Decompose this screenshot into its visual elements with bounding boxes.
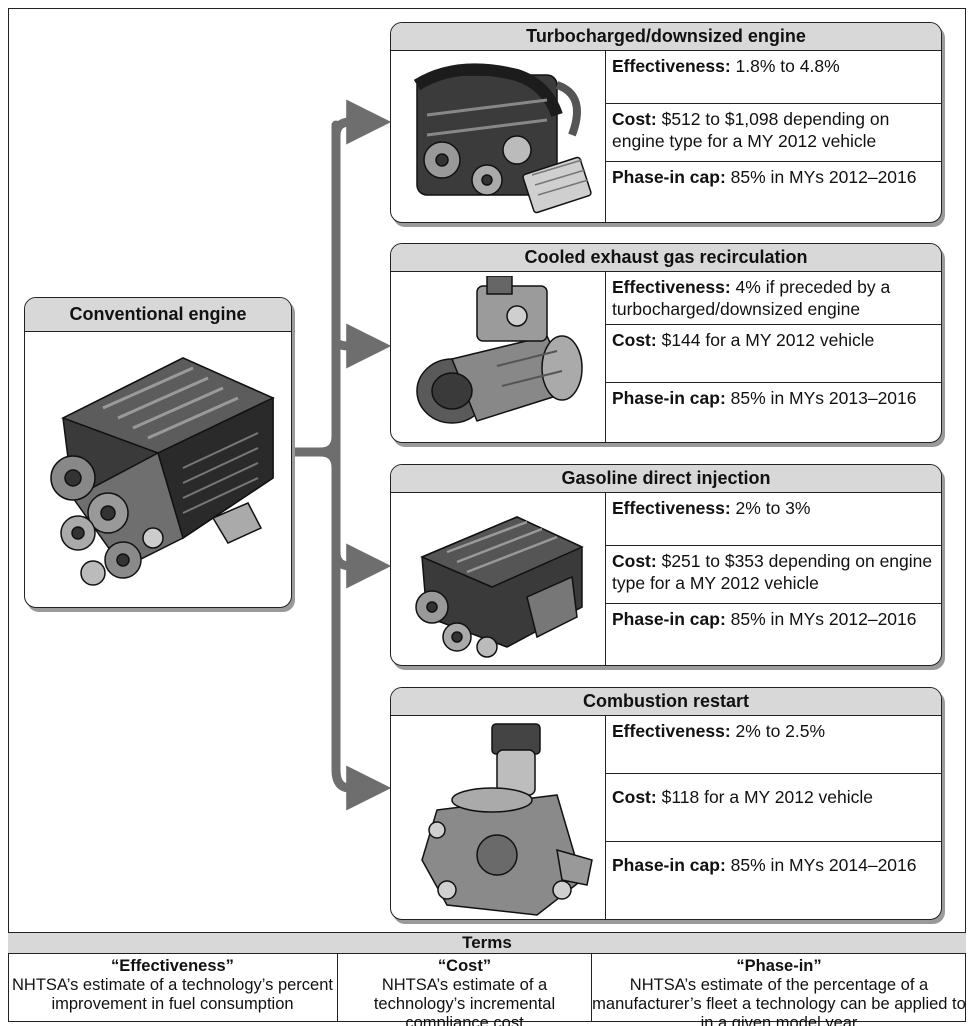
egr-title: Cooled exhaust gas recirculation xyxy=(391,244,941,272)
effectiveness-label: Effectiveness: xyxy=(612,498,731,518)
egr-details: Effectiveness: 4% if preceded by a turbo… xyxy=(605,272,941,442)
term-cost: “Cost” NHTSA’s estimate of a technology’… xyxy=(338,954,592,1026)
effectiveness-value: 2% to 3% xyxy=(735,498,811,518)
phase-label: Phase-in cap: xyxy=(612,388,726,408)
term-name: “Cost” xyxy=(437,957,492,975)
term-name: “Phase-in” xyxy=(736,957,822,975)
effectiveness-label: Effectiveness: xyxy=(612,721,731,741)
turbo-effectiveness-cell: Effectiveness: 1.8% to 4.8% xyxy=(606,51,941,104)
cost-value: $118 for a MY 2012 vehicle xyxy=(661,787,874,807)
cost-label: Cost: xyxy=(612,551,657,571)
terms-title: Terms xyxy=(8,932,966,954)
cost-value: $144 for a MY 2012 vehicle xyxy=(661,330,875,350)
conventional-engine-icon xyxy=(50,357,275,586)
gdi-engine-icon xyxy=(415,516,584,658)
restart-phase-cell: Phase-in cap: 85% in MYs 2014–2016 xyxy=(606,842,941,919)
cost-value: $251 to $353 depending on engine type fo… xyxy=(612,551,933,593)
gdi-effectiveness-cell: Effectiveness: 2% to 3% xyxy=(606,493,941,546)
restart-details: Effectiveness: 2% to 2.5% Cost: $118 for… xyxy=(605,716,941,919)
turbo-cost-cell: Cost: $512 to $1,098 depending on engine… xyxy=(606,104,941,162)
effectiveness-value: 2% to 2.5% xyxy=(735,721,826,741)
conventional-engine-title: Conventional engine xyxy=(25,298,291,332)
turbo-details: Effectiveness: 1.8% to 4.8% Cost: $512 t… xyxy=(605,51,941,222)
egr-box: Cooled exhaust gas recirculation Effecti… xyxy=(390,243,942,443)
gdi-cost-cell: Cost: $251 to $353 depending on engine t… xyxy=(606,546,941,604)
turbo-phase-cell: Phase-in cap: 85% in MYs 2012–2016 xyxy=(606,162,941,222)
effectiveness-value: 1.8% to 4.8% xyxy=(735,56,840,76)
phase-label: Phase-in cap: xyxy=(612,609,726,629)
phase-value: 85% in MYs 2012–2016 xyxy=(730,167,917,187)
effectiveness-label: Effectiveness: xyxy=(612,56,731,76)
phase-value: 85% in MYs 2014–2016 xyxy=(730,855,917,875)
phase-label: Phase-in cap: xyxy=(612,167,726,187)
term-phase-in: “Phase-in” NHTSA’s estimate of the perce… xyxy=(592,954,966,1026)
gdi-details: Effectiveness: 2% to 3% Cost: $251 to $3… xyxy=(605,493,941,665)
restart-cost-cell: Cost: $118 for a MY 2012 vehicle xyxy=(606,774,941,842)
turbo-title: Turbocharged/downsized engine xyxy=(391,23,941,51)
term-definition: NHTSA’s estimate of a technology’s incre… xyxy=(373,976,556,1026)
term-name: “Effectiveness” xyxy=(111,957,234,975)
cost-value: $512 to $1,098 depending on engine type … xyxy=(612,109,890,151)
restart-box: Combustion restart Effectiveness: 2% to … xyxy=(390,687,942,920)
cost-label: Cost: xyxy=(612,109,657,129)
term-effectiveness: “Effectiveness” NHTSA’s estimate of a te… xyxy=(8,954,338,1022)
cost-label: Cost: xyxy=(612,330,657,350)
turbo-box: Turbocharged/downsized engine Effectiven… xyxy=(390,22,942,223)
egr-cost-cell: Cost: $144 for a MY 2012 vehicle xyxy=(606,325,941,383)
terms-section: Terms “Effectiveness” NHTSA’s estimate o… xyxy=(8,932,966,1026)
egr-effectiveness-cell: Effectiveness: 4% if preceded by a turbo… xyxy=(606,272,941,325)
gdi-phase-cell: Phase-in cap: 85% in MYs 2012–2016 xyxy=(606,604,941,665)
cost-label: Cost: xyxy=(612,787,657,807)
gdi-title: Gasoline direct injection xyxy=(391,465,941,493)
effectiveness-label: Effectiveness: xyxy=(612,277,731,297)
restart-title: Combustion restart xyxy=(391,688,941,716)
egr-starter-icon xyxy=(416,276,583,424)
gdi-box: Gasoline direct injection Effectiveness:… xyxy=(390,464,942,666)
term-definition: NHTSA’s estimate of the percentage of a … xyxy=(592,976,966,1026)
phase-value: 85% in MYs 2013–2016 xyxy=(730,388,917,408)
effectiveness-value: 4% if preceded by a turbocharged/downsiz… xyxy=(612,277,891,319)
egr-phase-cell: Phase-in cap: 85% in MYs 2013–2016 xyxy=(606,383,941,442)
phase-label: Phase-in cap: xyxy=(612,855,726,875)
turbo-engine-icon xyxy=(413,63,592,214)
phase-value: 85% in MYs 2012–2016 xyxy=(730,609,917,629)
term-definition: NHTSA’s estimate of a technology’s perce… xyxy=(12,976,333,1013)
egr-valve-icon xyxy=(421,723,593,916)
restart-effectiveness-cell: Effectiveness: 2% to 2.5% xyxy=(606,716,941,774)
conventional-engine-box: Conventional engine xyxy=(24,297,292,608)
